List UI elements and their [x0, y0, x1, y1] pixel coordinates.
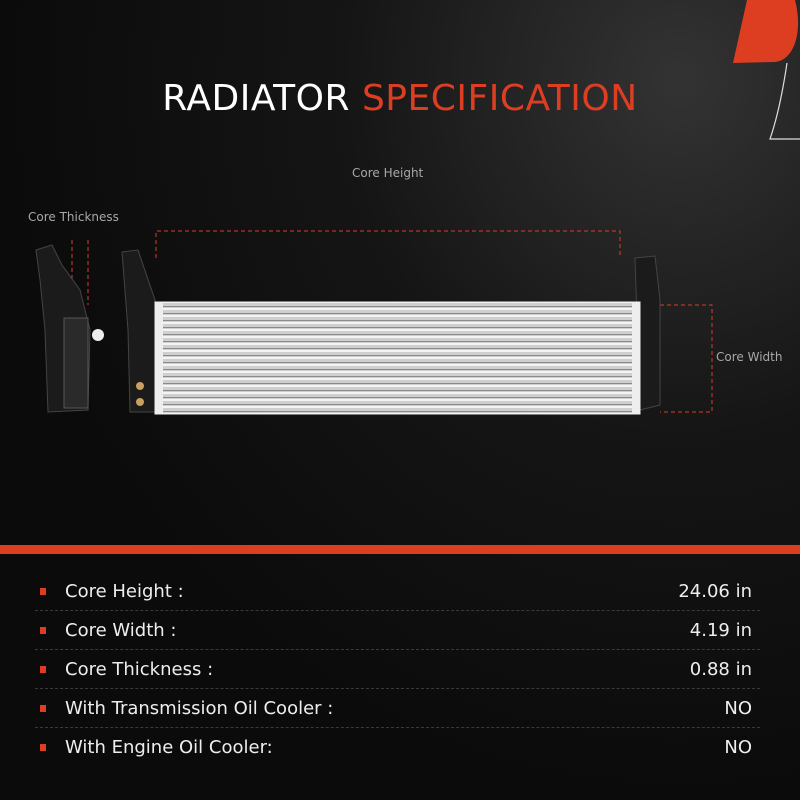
spec-list: Core Height : 24.06 in Core Width : 4.19 i…: [35, 572, 760, 767]
spec-value: 0.88 in: [689, 658, 752, 680]
page-title: RADIATOR SPECIFICATION: [0, 78, 800, 119]
spec-label: Core Height :: [65, 580, 184, 602]
radiator-diagram: [35, 230, 713, 415]
radiator-front: [121, 249, 661, 415]
spec-value: 4.19 in: [689, 619, 752, 641]
title-accent: SPECIFICATION: [361, 78, 638, 119]
bullet-icon: [40, 587, 46, 595]
corner-decoration: [733, 0, 800, 140]
core-width-label: Core Width: [716, 350, 783, 364]
spec-row: With Transmission Oil Cooler : NO: [35, 689, 760, 728]
core-height-label: Core Height: [352, 166, 424, 180]
spec-label: Core Thickness :: [65, 658, 214, 680]
spec-value: NO: [724, 697, 752, 719]
bullet-icon: [40, 744, 46, 751]
spec-row: Core Height : 24.06 in: [35, 572, 760, 611]
spec-value: 24.06 in: [678, 580, 752, 602]
core-thickness-label: Core Thickness: [28, 210, 119, 224]
bullet-icon: [40, 704, 46, 712]
spec-value: NO: [724, 737, 752, 758]
spec-label: With Engine Oil Cooler:: [65, 737, 273, 758]
spec-row: With Engine Oil Cooler: NO: [35, 728, 760, 767]
spec-row: Core Thickness : 0.88 in: [35, 650, 760, 689]
spec-row: Core Width : 4.19 in: [35, 611, 760, 650]
spec-label: With Transmission Oil Cooler :: [65, 697, 334, 719]
bullet-icon: [40, 665, 46, 673]
spec-label: Core Width :: [65, 619, 177, 641]
bullet-icon: [40, 626, 46, 634]
side-view: [35, 244, 104, 413]
title-white: RADIATOR: [162, 78, 350, 119]
dimension-lines: [71, 230, 713, 413]
accent-divider: [0, 545, 800, 554]
